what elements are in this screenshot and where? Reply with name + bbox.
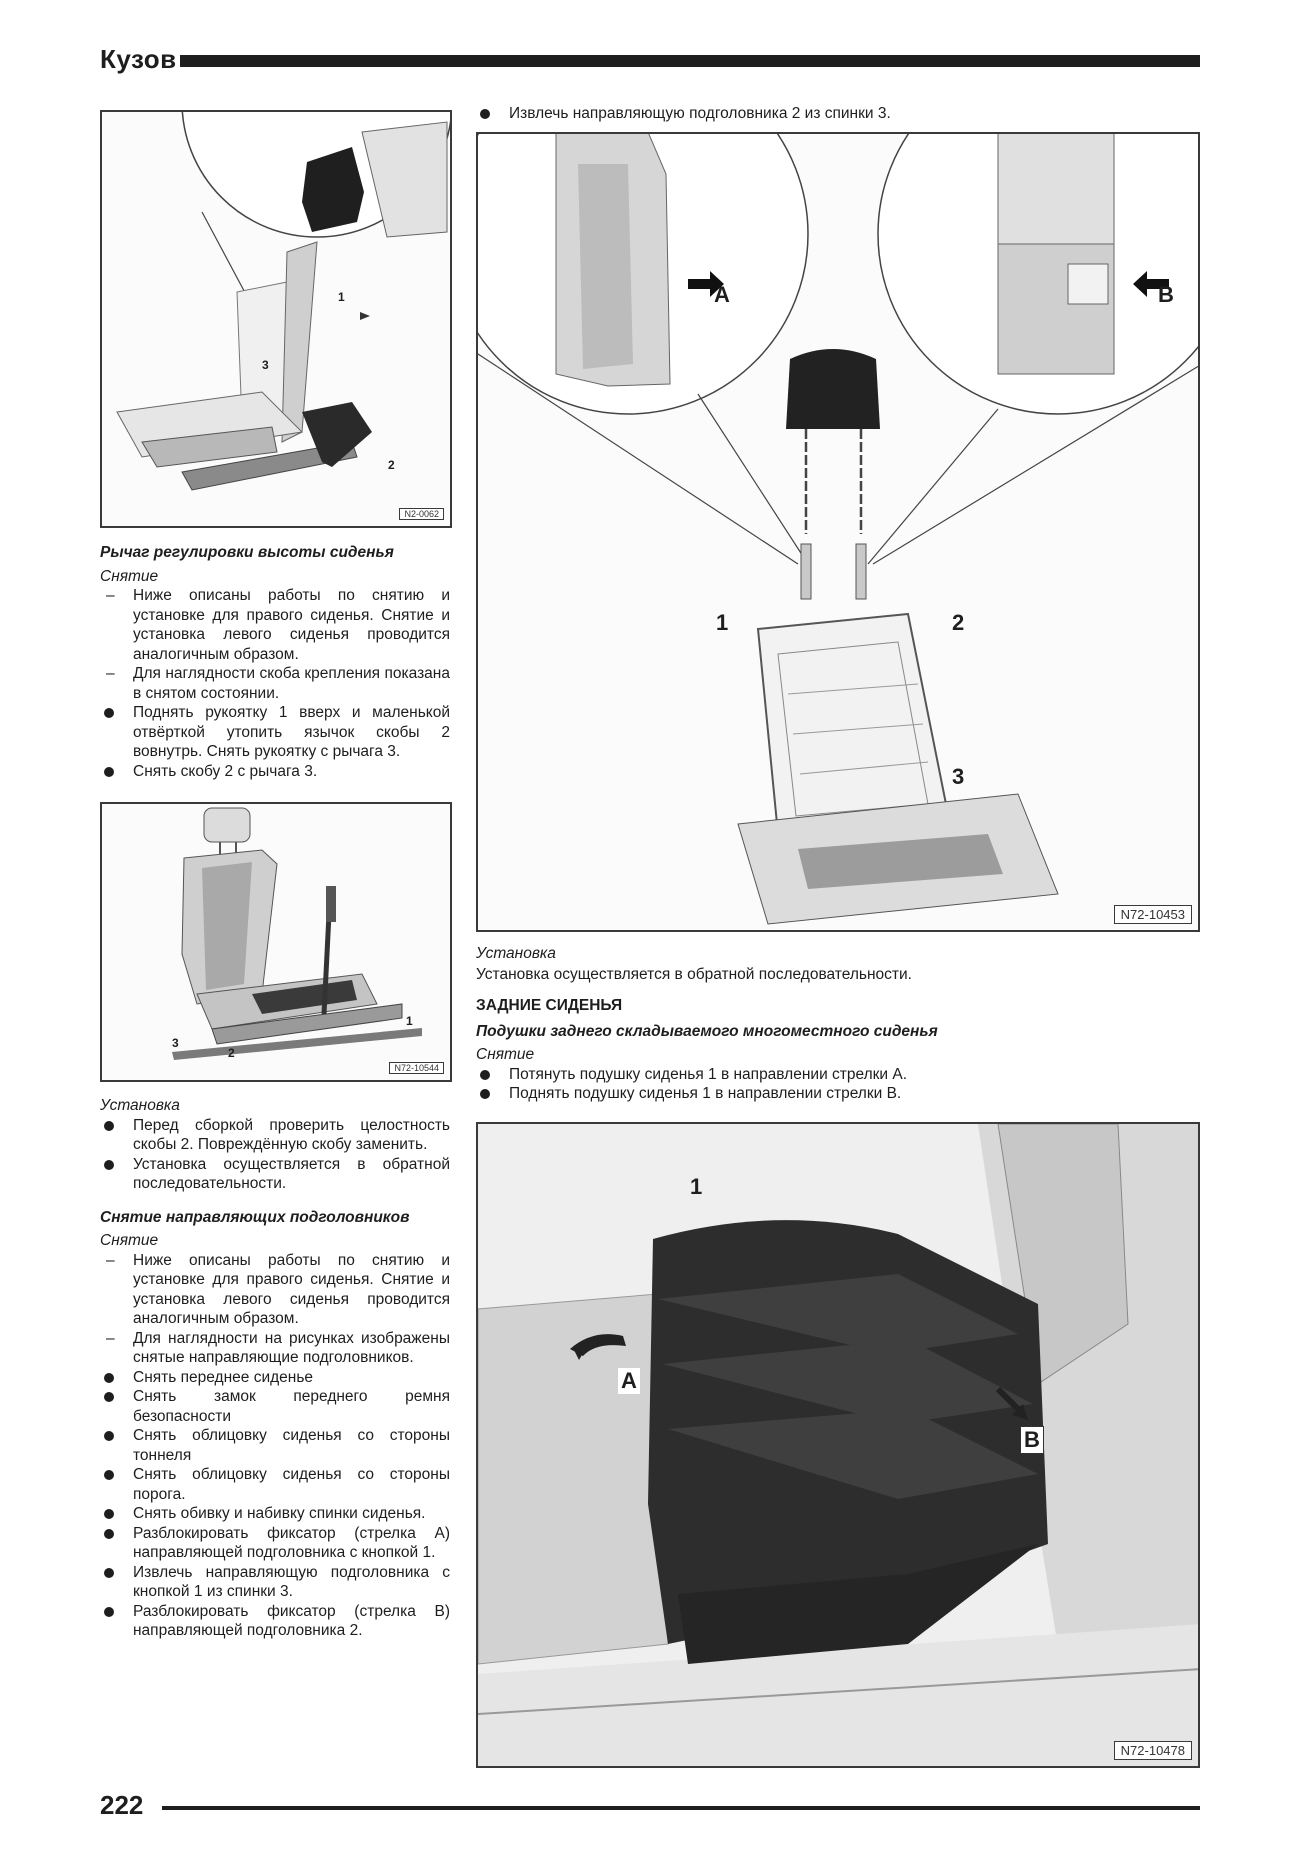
figure-seat-side: 1 2 3 N72-10544 bbox=[100, 802, 452, 1082]
rear-cushion-illustration bbox=[478, 1124, 1198, 1766]
list-item: Разблокировать фиксатор (стрелка В) напр… bbox=[100, 1602, 450, 1641]
list-item: Снять облицовку сиденья со стороны тонне… bbox=[100, 1426, 450, 1465]
list-item: Снять переднее сиденье bbox=[100, 1368, 450, 1388]
figure-rear-cushion: 1 A B N72-10478 bbox=[476, 1122, 1200, 1768]
list-item: Ниже описаны работы по снятию и установк… bbox=[100, 1251, 450, 1329]
list-item: Снять замок переднего ремня безопасности bbox=[100, 1387, 450, 1426]
page-header: Кузов bbox=[100, 44, 1200, 80]
list-item: Для наглядности на рисунках изображены с… bbox=[100, 1329, 450, 1368]
figure-code: N72-10544 bbox=[389, 1062, 444, 1074]
section-label: Установка bbox=[476, 945, 556, 962]
list-item: Поднять рукоятку 1 вверх и маленькой отв… bbox=[100, 703, 450, 762]
chapter-title: Кузов bbox=[100, 44, 177, 74]
figure-seat-lever: 1 2 3 N2-0062 bbox=[100, 110, 452, 528]
list-item: Для наглядности скоба крепления показана… bbox=[100, 664, 450, 703]
section-title: ЗАДНИЕ СИДЕНЬЯ bbox=[476, 997, 623, 1014]
instruction-list: Перед сборкой проверить целостность скоб… bbox=[100, 1116, 450, 1194]
right-column-mid-text: Установка Установка осуществляется в обр… bbox=[476, 944, 1200, 1104]
callout-B: B bbox=[1158, 282, 1174, 307]
headrest-illustration bbox=[478, 134, 1198, 925]
list-item: Установка осуществляется в обратной посл… bbox=[100, 1155, 450, 1194]
section-label: Снятие bbox=[100, 1232, 159, 1249]
callout-2: 2 bbox=[388, 458, 395, 472]
instruction-list: Потянуть подушку сиденья 1 в направлении… bbox=[476, 1065, 1200, 1104]
callout-1: 1 bbox=[690, 1174, 703, 1199]
callout-3: 3 bbox=[952, 764, 965, 789]
list-item: Поднять подушку сиденья 1 в направлении … bbox=[476, 1084, 1200, 1104]
callout-B: B bbox=[1020, 1426, 1044, 1454]
instruction-list: Извлечь направляющую подголовника 2 из с… bbox=[476, 104, 1200, 124]
page-footer: 222 bbox=[100, 1790, 1200, 1830]
callout-1: 1 bbox=[338, 290, 345, 304]
seat-side-illustration bbox=[172, 807, 422, 1060]
left-column-text: Рычаг регулировки высоты сиденья Снятие … bbox=[100, 535, 450, 781]
left-column-text-2: Установка Перед сборкой проверить целост… bbox=[100, 1092, 450, 1641]
list-item: Извлечь направляющую подголовника 2 из с… bbox=[476, 104, 1200, 124]
page-number: 222 bbox=[100, 1790, 144, 1820]
figure-headrest-guides: A B 1 2 3 N72-10453 bbox=[476, 132, 1200, 932]
callout-A: A bbox=[714, 282, 730, 307]
figure-code: N72-10478 bbox=[1113, 1741, 1192, 1760]
list-item: Потянуть подушку сиденья 1 в направлении… bbox=[476, 1065, 1200, 1085]
list-item: Снять обивку и набивку спинки сиденья. bbox=[100, 1504, 450, 1524]
seat-lever-illustration bbox=[116, 112, 450, 491]
figure-code: N2-0062 bbox=[399, 508, 444, 520]
callout-A: A bbox=[618, 1368, 640, 1394]
section-title: Снятие направляющих подголовников bbox=[100, 1208, 410, 1226]
instruction-list: Ниже описаны работы по снятию и установк… bbox=[100, 1251, 450, 1641]
section-label: Установка bbox=[100, 1097, 180, 1114]
list-item: Снять облицовку сиденья со стороны порог… bbox=[100, 1465, 450, 1504]
section-subtitle: Подушки заднего складываемого многоместн… bbox=[476, 1022, 938, 1040]
list-item: Извлечь направляющую подголовника с кноп… bbox=[100, 1563, 450, 1602]
footer-rule bbox=[162, 1806, 1200, 1810]
section-label: Снятие bbox=[100, 567, 159, 585]
callout-3: 3 bbox=[172, 1036, 179, 1050]
callout-2: 2 bbox=[228, 1046, 235, 1060]
list-item: Перед сборкой проверить целостность скоб… bbox=[100, 1116, 450, 1155]
list-item: Ниже описаны работы по снятию и установк… bbox=[100, 586, 450, 664]
instruction-list: Ниже описаны работы по снятию и установк… bbox=[100, 586, 450, 781]
section-title: Рычаг регулировки высоты сиденья bbox=[100, 544, 394, 561]
callout-3: 3 bbox=[262, 358, 269, 372]
install-text: Установка осуществляется в обратной посл… bbox=[476, 965, 912, 983]
list-item: Разблокировать фиксатор (стрелка А) напр… bbox=[100, 1524, 450, 1563]
right-column-top-text: Извлечь направляющую подголовника 2 из с… bbox=[476, 104, 1200, 124]
list-item: Снять скобу 2 с рычага 3. bbox=[100, 762, 450, 782]
header-rule bbox=[180, 55, 1200, 67]
section-label: Снятие bbox=[476, 1046, 535, 1063]
callout-1: 1 bbox=[716, 610, 729, 635]
figure-code: N72-10453 bbox=[1113, 905, 1192, 924]
callout-1: 1 bbox=[406, 1014, 413, 1028]
callout-2: 2 bbox=[952, 610, 965, 635]
